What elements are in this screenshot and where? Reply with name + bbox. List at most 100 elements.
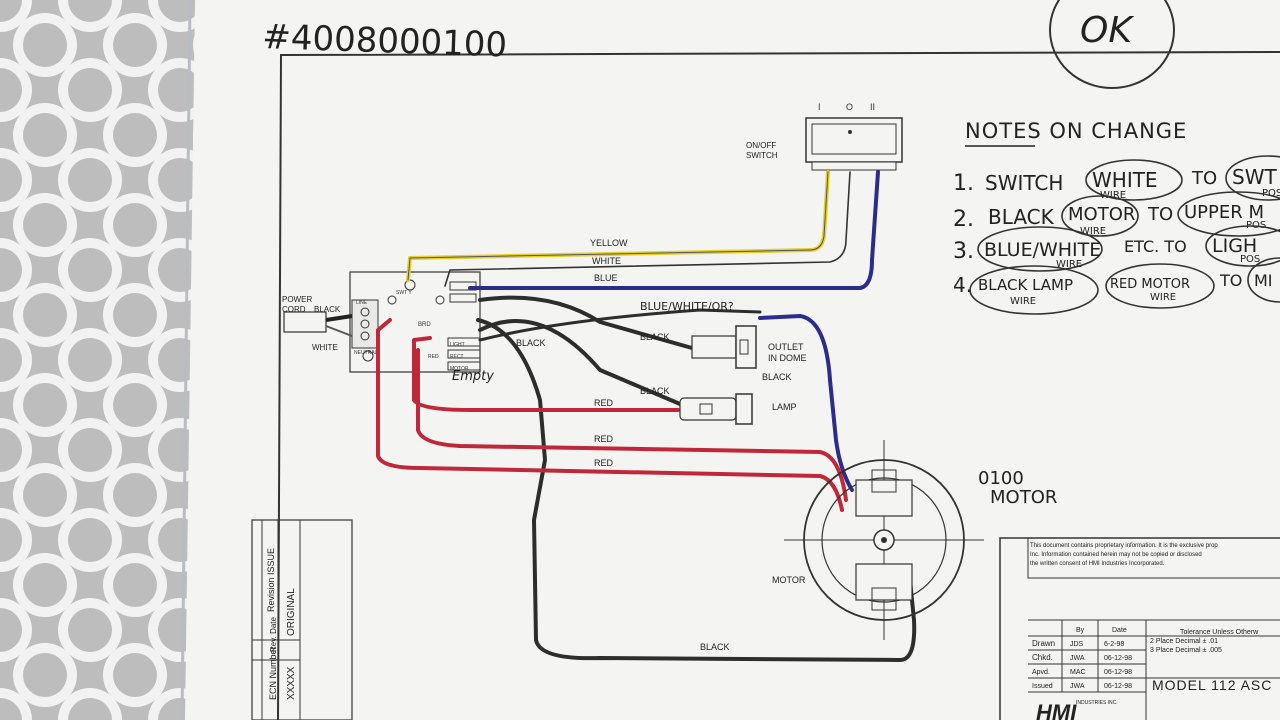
note-2-part-b: MOTOR	[1068, 204, 1135, 225]
power-cord: POWER CORD BLACK WHITE	[282, 295, 353, 352]
outlet-black-label: BLACK	[762, 372, 792, 382]
note-1-number: 1.	[953, 171, 974, 196]
note-4-number: 4.	[953, 273, 972, 297]
initials-text: OK	[1080, 10, 1134, 51]
rev-header-revision: Revision ISSUE	[266, 548, 276, 612]
label-red-2: RED	[594, 434, 614, 444]
motor-note-1: 0100	[978, 468, 1024, 489]
wire-black-lamp	[478, 319, 682, 406]
terminal-red: RED	[428, 354, 439, 360]
part-number-text: #4008000100	[262, 17, 508, 66]
row-chkd-date: 06-12-98	[1104, 655, 1132, 662]
note-1-part-c: TO	[1191, 168, 1217, 189]
note-4-part-c: TO	[1219, 271, 1242, 290]
svg-text:the written consent of HMI Ind: the written consent of HMI Industries In…	[1030, 561, 1165, 567]
lamp-label: LAMP	[772, 402, 797, 412]
switch-mark-2: II	[870, 102, 875, 112]
row-drawn-date: 6-2-98	[1104, 641, 1124, 648]
row-drawn-label: Drawn	[1032, 639, 1055, 648]
svg-text:Inc. Information contained her: Inc. Information contained herein may no…	[1030, 552, 1202, 558]
wire-black-motor	[476, 318, 917, 662]
terminal-rect: RECT	[450, 354, 464, 360]
note-4-sub-a: WIRE	[1010, 296, 1036, 307]
hmi-logo: HMI	[1036, 700, 1077, 720]
row-apvd-by: MAC	[1070, 669, 1086, 676]
terminal-brd: BRD	[418, 322, 431, 328]
tolerance-title: Tolerance Unless Otherw	[1180, 629, 1259, 636]
note-1-part-a: SWITCH	[985, 171, 1063, 195]
terminal-switch: SWT Y	[396, 290, 412, 296]
model-number: MODEL 112 ASC	[1152, 677, 1272, 693]
notes-heading: NOTES ON CHANGE	[965, 119, 1187, 143]
note-3-part-a: BLUE/WHITE	[984, 239, 1101, 261]
wire-red-lamp	[412, 336, 680, 412]
note-1-sub-b: POS	[1262, 188, 1280, 199]
title-block: This document contains proprietary infor…	[999, 537, 1280, 720]
row-apvd-date: 06-12-98	[1104, 669, 1132, 676]
wire-labels: YELLOW WHITE BLUE BLUE/WHITE/OR? BLACK B…	[452, 238, 734, 652]
switch-mark-0: O	[846, 102, 853, 112]
wire-blue-switch	[468, 170, 880, 290]
motor-note-2: MOTOR	[990, 487, 1057, 508]
outlet-label: OUTLET	[768, 342, 804, 352]
label-black-4: BLACK	[700, 642, 730, 652]
label-black-1: BLACK	[640, 332, 670, 342]
drawing-border	[277, 51, 1280, 720]
notes-section: NOTES ON CHANGE 1. SWITCH WHITE WIRE TO …	[953, 119, 1280, 315]
label-blue-white-or: BLUE/WHITE/OR?	[640, 300, 734, 313]
svg-text:IN DOME: IN DOME	[768, 353, 807, 363]
rev-header-ecn: ECN Number	[268, 646, 278, 700]
row-apvd-label: Apvd.	[1032, 669, 1050, 676]
rev-header-revdate: Rev. Date	[269, 616, 278, 652]
motor-label: MOTOR	[772, 575, 806, 585]
row-drawn-by: JDS	[1070, 641, 1084, 648]
tolerance-3: 3 Place Decimal ± .005	[1150, 647, 1222, 654]
note-4-part-b: RED MOTOR	[1110, 277, 1190, 292]
switch-label: ON/OFF	[746, 141, 776, 150]
note-1-part-b: WHITE	[1092, 168, 1158, 192]
rev-ecn-value: XXXXX	[286, 666, 297, 700]
label-red-1: RED	[594, 398, 614, 408]
row-issued-label: Issued	[1032, 683, 1053, 690]
note-1-sub-a: WIRE	[1100, 190, 1126, 201]
note-3-part-c: LIGH	[1212, 235, 1257, 257]
note-1-part-d: SWT	[1232, 165, 1277, 189]
outlet-in-dome: OUTLET IN DOME BLACK	[691, 325, 807, 382]
empty-note: Empty	[452, 369, 494, 384]
note-2-sub-a: WIRE	[1080, 226, 1106, 237]
power-black-label: BLACK	[314, 305, 341, 314]
row-chkd-label: Chkd.	[1032, 653, 1053, 662]
note-2-part-d: UPPER M	[1184, 202, 1264, 223]
note-2-part-a: BLACK	[988, 205, 1055, 229]
motor: MOTOR 0100 MOTOR	[772, 440, 1057, 640]
row-issued-by: JWA	[1070, 683, 1085, 690]
company-text: INDUSTRIES INC.	[1076, 700, 1118, 706]
svg-text:SWITCH: SWITCH	[746, 151, 778, 160]
note-3-number: 3.	[953, 239, 974, 264]
note-2-number: 2.	[953, 207, 974, 232]
revision-table: Revision ISSUE ECN Number Rev. Date XXXX…	[251, 519, 353, 720]
terminal-light: LIGHT	[450, 342, 465, 348]
label-yellow: YELLOW	[590, 238, 628, 248]
rev-original-value: ORIGINAL	[286, 588, 297, 636]
wires	[376, 170, 917, 662]
label-black-3: BLACK	[640, 386, 670, 396]
label-red-3: RED	[594, 458, 614, 468]
row-chkd-by: JWA	[1070, 655, 1085, 662]
label-white: WHITE	[592, 256, 621, 266]
tolerance-2: 2 Place Decimal ± .01	[1150, 638, 1218, 645]
note-2-part-c: TO	[1147, 204, 1173, 225]
on-off-switch: I O II ON/OFF SWITCH	[746, 102, 903, 171]
note-3-sub-a: WIRE	[1056, 259, 1082, 270]
label-black-2: BLACK	[516, 338, 546, 348]
label-blue: BLUE	[594, 273, 618, 283]
proprietary-notice: This document contains proprietary infor…	[1030, 543, 1218, 549]
wire-red-motor-1	[416, 348, 848, 502]
row-issued-date: 06-12-98	[1104, 683, 1132, 690]
wire-red-motor-2	[376, 318, 844, 512]
col-by: By	[1076, 627, 1085, 634]
terminal-motor: MOTOR	[450, 366, 469, 372]
wire-white	[444, 171, 851, 287]
svg-text:CORD: CORD	[282, 305, 306, 314]
note-4-sub-b: WIRE	[1150, 292, 1176, 303]
